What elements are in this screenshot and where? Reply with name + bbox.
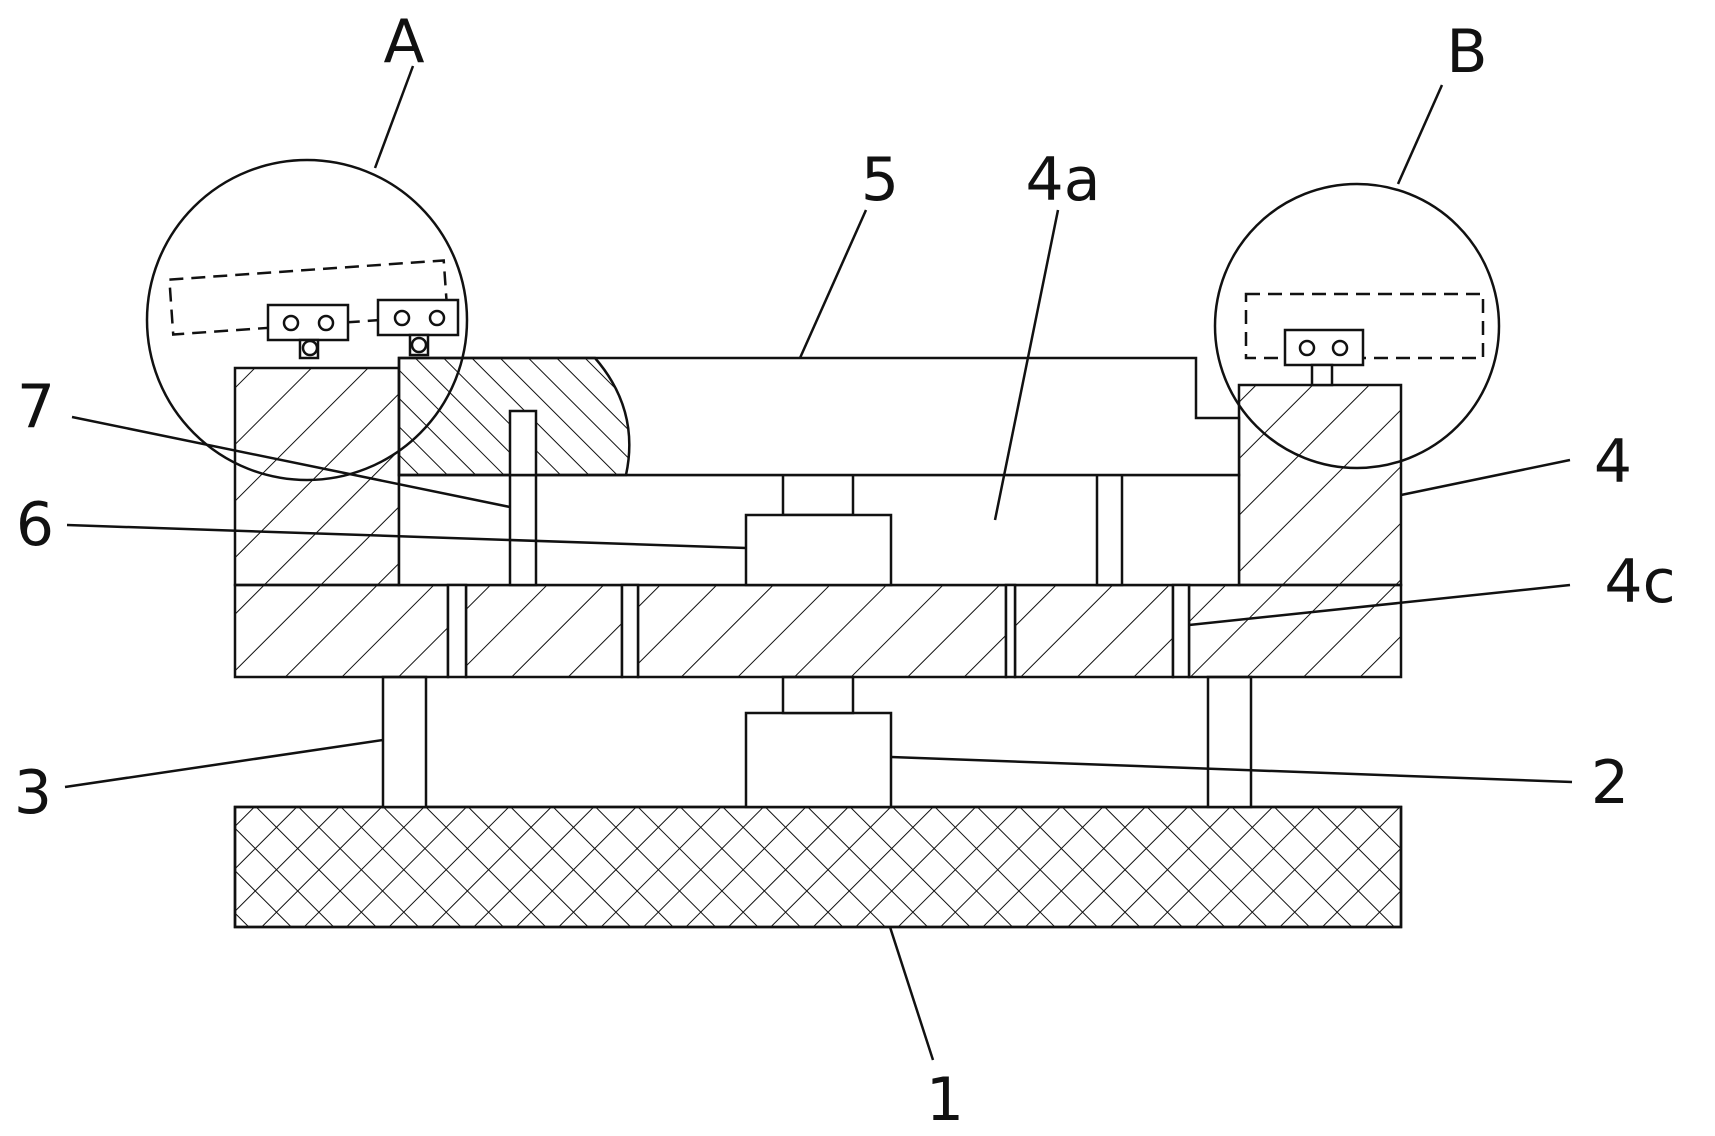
label-2: 2 [1591,748,1629,818]
channel-4c-1 [446,583,468,679]
leader-1 [888,926,935,1061]
leader-5 [798,209,868,359]
channel-4c-2 [620,583,640,679]
leader-a [373,65,415,169]
detail-circle-b [1213,182,1501,470]
label-6: 6 [16,490,54,560]
label-4a: 4a [1026,145,1101,215]
leader-2 [890,755,1573,784]
leader-3 [64,738,384,789]
roller-bracket-a1 [266,303,350,360]
label-5: 5 [861,145,899,215]
label-4c: 4c [1604,547,1675,617]
label-7: 7 [17,372,55,442]
block-6 [744,513,893,587]
label-4: 4 [1594,427,1632,497]
roller-bracket-a2 [376,298,460,357]
label-a: A [383,7,424,77]
cavity-post [1095,473,1124,587]
base-plate-1 [233,805,1403,929]
leader-b [1396,84,1444,185]
roller-bracket-b [1283,328,1365,387]
leader-4a [993,209,1060,521]
mould-lower-strip [233,583,1403,679]
label-1: 1 [926,1065,964,1135]
support-column-right [1206,675,1253,809]
channel-4c-4 [1171,583,1191,679]
detail-circle-a [145,158,469,482]
leader-4 [1400,458,1571,497]
label-3: 3 [14,758,52,828]
mould-left-block [233,366,401,587]
support-column-left [381,675,428,809]
dashed-frame-b [1244,292,1485,360]
leader-6 [66,523,747,550]
cylinder-body-2 [744,711,893,809]
channel-4c-3 [1004,583,1017,679]
leader-4c [1188,583,1571,627]
leader-7 [71,415,511,509]
mould-right-block [1237,383,1403,587]
label-b: B [1446,17,1487,87]
cylinder-rod-2 [781,675,855,715]
inner-rod [781,473,855,517]
